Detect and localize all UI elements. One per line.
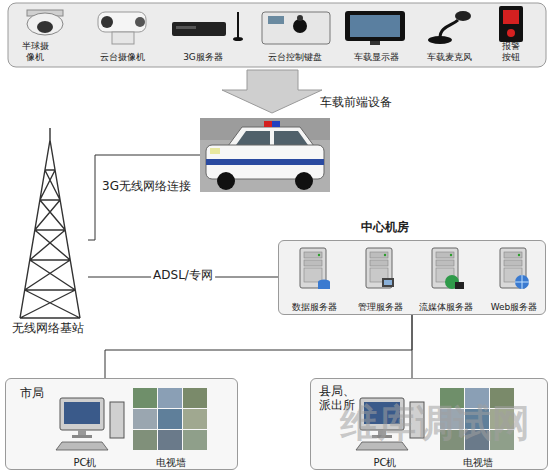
connector-line — [412, 315, 413, 378]
node-label: PC机 — [349, 457, 421, 469]
device-icon: 车载显示器 — [340, 8, 412, 62]
node-label: Web服务器 — [483, 302, 545, 312]
node-label: 中心机房 — [361, 221, 409, 235]
node-label: 数据服务器 — [283, 302, 345, 312]
node-label: 云台控制键盘 — [256, 52, 334, 62]
device-icon: 报警 按钮 — [499, 8, 523, 62]
video-wall: 电视墙 — [435, 383, 521, 468]
device-icon: 半球摄 像机 — [18, 8, 52, 62]
node-label: 流媒体服务器 — [415, 302, 477, 312]
node-label: 报警 按钮 — [499, 41, 523, 62]
server-room: 中心机房数据服务器管理服务器流媒体服务器Web服务器 — [278, 240, 546, 315]
radio-tower — [20, 128, 80, 318]
server: Web服务器 — [483, 244, 545, 312]
office-fill — [310, 378, 548, 470]
node-label: 半球摄 像机 — [18, 41, 52, 62]
server-icon — [500, 248, 529, 289]
server-icon — [366, 248, 394, 288]
video-wall-icon — [440, 388, 514, 450]
police-car — [200, 118, 330, 192]
server: 流媒体服务器 — [415, 244, 477, 312]
node-label: 无线网络基站 — [8, 322, 88, 336]
node-label: 市局 — [20, 387, 44, 401]
connector-line — [105, 315, 412, 378]
node-label: 云台摄像机 — [84, 52, 160, 62]
device-icon: 云台控制键盘 — [256, 8, 334, 62]
device-icon: 车载麦克风 — [414, 8, 484, 62]
server: 管理服务器 — [349, 244, 411, 312]
device-icon: 3G服务器 — [168, 8, 238, 62]
pc-icon — [356, 398, 424, 450]
server-icon — [432, 248, 464, 289]
microphone-icon — [428, 11, 471, 44]
video-wall: 电视墙 — [129, 383, 213, 468]
base-station: 无线网络基站 — [8, 138, 88, 336]
node-label: 电视墙 — [129, 457, 213, 469]
ptz-keyboard-icon — [262, 12, 330, 44]
alarm-button-icon — [499, 6, 523, 42]
node-label: 车载麦克风 — [414, 52, 484, 62]
server-3g-icon — [172, 12, 243, 41]
connector-line — [88, 277, 278, 278]
watermark: 维库调试网 — [340, 402, 530, 446]
node-label: PC机 — [49, 457, 121, 469]
node-label: 管理服务器 — [349, 302, 411, 312]
monitor-icon — [345, 11, 405, 45]
server-room-fill — [278, 240, 546, 315]
connector-label: 3G无线网络连接 — [100, 180, 193, 194]
device-icon: 云台摄像机 — [84, 8, 160, 62]
video-wall-icon — [133, 388, 207, 450]
connector-label: ADSL/专网 — [151, 269, 215, 283]
office-box: 市局 PC机电视墙 — [5, 378, 238, 470]
device-panel — [8, 3, 546, 67]
node-label: 3G服务器 — [168, 52, 238, 62]
office-box: 县局、 派出所 PC机 电视墙 — [310, 378, 548, 470]
dome-camera-icon — [27, 10, 63, 35]
office-fill — [5, 378, 238, 470]
pc-icon — [56, 398, 124, 450]
node-label: 车载前端设备 — [320, 96, 392, 110]
block-arrow — [222, 70, 322, 113]
server: 数据服务器 — [283, 244, 345, 312]
vehicle: 车载前端设备 — [200, 118, 330, 192]
node-label: 车载显示器 — [340, 52, 412, 62]
pc: PC机 — [49, 383, 121, 468]
ptz-camera-icon — [98, 12, 146, 44]
node-label: 县局、 派出所 — [319, 385, 361, 413]
pc: PC机 — [349, 383, 421, 468]
node-label: 电视墙 — [435, 457, 521, 469]
connector-line — [88, 155, 200, 240]
server-icon — [300, 248, 330, 289]
